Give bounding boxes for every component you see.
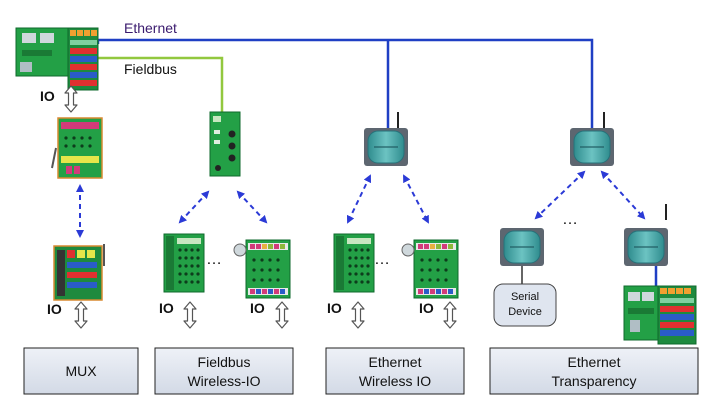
fieldbus-link-right (236, 190, 268, 224)
ethernet-wireless-link-right (403, 174, 429, 224)
plc-controller-right (623, 285, 697, 345)
io-arrow-fieldbus-left (183, 301, 197, 329)
category-mux-line1: MUX (65, 363, 97, 379)
mux-module-bottom (53, 244, 105, 301)
ethernet-radio-unit (363, 127, 409, 167)
fieldbus-label: Fieldbus (124, 61, 177, 77)
fieldbus-io-module-left (163, 233, 205, 293)
io-arrow-fieldbus-right (275, 301, 289, 329)
ethernet-label: Ethernet (124, 20, 177, 36)
category-fieldbus-line2: Wireless-IO (187, 373, 260, 389)
category-box-mux: MUX (23, 347, 139, 395)
plc-radio-unit (623, 227, 669, 267)
category-box-fieldbus: Fieldbus Wireless-IO (154, 347, 294, 395)
serial-device-line1: Serial (511, 291, 539, 303)
io-arrow-ethernet-right (443, 301, 457, 329)
transparency-link-right (600, 170, 646, 220)
ethernet-antenna-icon (401, 243, 415, 257)
fieldbus-line (98, 56, 224, 112)
io-arrow-mux (74, 301, 88, 329)
category-box-ethernet-wireless: Ethernet Wireless IO (325, 347, 465, 395)
io-label-ethernet-right: IO (419, 300, 434, 316)
ethernet-io-module-right (413, 239, 459, 299)
category-ethernet-wireless-line2: Wireless IO (359, 373, 431, 389)
serial-device-line2: Device (508, 306, 542, 318)
ethernet-ellipsis: … (374, 251, 390, 268)
io-label-fieldbus-right: IO (250, 300, 265, 316)
main-controller (15, 27, 99, 91)
transparency-radio-unit (569, 127, 615, 167)
serial-radio-unit (499, 227, 545, 267)
category-fieldbus-line1: Fieldbus (198, 354, 251, 370)
fieldbus-gateway (209, 111, 241, 177)
category-ethernet-wireless-line1: Ethernet (369, 354, 422, 370)
serial-device-box: Serial Device (493, 283, 557, 327)
category-box-ethernet-transparency: Ethernet Transparency (489, 347, 699, 395)
io-label-ethernet-left: IO (327, 300, 342, 316)
io-label-mux: IO (47, 301, 62, 317)
io-label-fieldbus-left: IO (159, 300, 174, 316)
io-label-controller: IO (40, 88, 55, 104)
mux-module-top (51, 117, 103, 179)
category-ethernet-transparency-line1: Ethernet (568, 354, 621, 370)
fieldbus-antenna-icon (233, 243, 247, 257)
fieldbus-io-module-right (245, 239, 291, 299)
ethernet-io-module-left (333, 233, 375, 293)
io-arrow-ethernet-left (351, 301, 365, 329)
ethernet-line-main (96, 38, 594, 130)
transparency-link-left (534, 170, 586, 220)
ethernet-wireless-link-left (346, 174, 372, 224)
fieldbus-ellipsis: … (206, 251, 222, 268)
category-ethernet-transparency-line2: Transparency (551, 373, 636, 389)
transparency-ellipsis: … (562, 211, 578, 228)
fieldbus-link-left (178, 190, 210, 224)
